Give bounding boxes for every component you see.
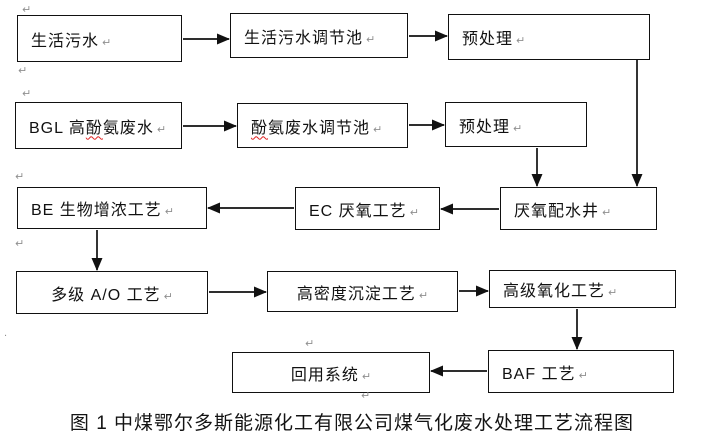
- spellcheck-underlined-text: 酚: [251, 119, 269, 137]
- paragraph-return-mark: ↵: [366, 33, 376, 46]
- paragraph-return-mark: ↵: [164, 206, 175, 218]
- flow-node-reuse-system: 回用系统↵: [232, 352, 430, 393]
- paragraph-return-mark: ↵: [409, 206, 419, 219]
- paragraph-return-mark: ↵: [602, 206, 612, 219]
- paragraph-return-mark: ↵: [361, 370, 372, 383]
- flow-node-high-density-sedimentation: 高密度沉淀工艺↵: [267, 271, 458, 312]
- node-label-phenol-ammonia-wastewater-regulating-tank: 酚氨废水调节池↵: [251, 119, 383, 137]
- paragraph-return-mark: ↵: [163, 290, 173, 303]
- node-label-ec-anaerobic: EC 厌氧工艺↵: [309, 202, 419, 220]
- flow-node-domestic-sewage: 生活污水↵: [17, 15, 182, 62]
- flow-node-phenol-ammonia-wastewater-regulating-tank: 酚氨废水调节池↵: [237, 103, 408, 148]
- anchor-mark: .: [4, 327, 8, 339]
- paragraph-return-mark: ↵: [516, 35, 526, 47]
- flow-node-bgl-high-phenol-ammonia-wastewater: BGL 高酚氨废水↵: [15, 102, 182, 149]
- node-label-domestic-sewage: 生活污水↵: [31, 32, 112, 50]
- flow-node-be-biological-concentration: BE 生物增浓工艺↵: [17, 187, 207, 229]
- paragraph-return-mark: ↵: [15, 238, 25, 250]
- paragraph-return-mark: ↵: [102, 36, 112, 49]
- node-label-reuse-system: 回用系统↵: [290, 366, 372, 384]
- node-label-multistage-ao: 多级 A/O 工艺↵: [51, 286, 173, 304]
- node-label-be-biological-concentration: BE 生物增浓工艺↵: [31, 202, 175, 219]
- flow-node-advanced-oxidation: 高级氧化工艺↵: [489, 270, 676, 308]
- paragraph-return-mark: ↵: [305, 338, 315, 350]
- flow-node-multistage-ao: 多级 A/O 工艺↵: [16, 271, 208, 314]
- node-label-advanced-oxidation: 高级氧化工艺↵: [503, 283, 618, 300]
- paragraph-return-mark: ↵: [608, 287, 618, 299]
- flow-node-pretreatment-2: 预处理↵: [445, 102, 587, 147]
- node-label-anaerobic-distribution-well: 厌氧配水井↵: [514, 202, 612, 220]
- flow-node-domestic-sewage-regulating-tank: 生活污水调节池↵: [230, 13, 408, 58]
- node-label-pretreatment-2: 预处理↵: [459, 118, 523, 136]
- flow-node-baf: BAF 工艺↵: [488, 350, 674, 393]
- flow-node-ec-anaerobic: EC 厌氧工艺↵: [295, 187, 440, 230]
- paragraph-return-mark: ↵: [578, 369, 588, 382]
- paragraph-return-mark: ↵: [418, 289, 429, 302]
- paragraph-return-mark: ↵: [15, 171, 25, 183]
- figure-caption: 图 1 中煤鄂尔多斯能源化工有限公司煤气化废水处理工艺流程图: [69, 413, 635, 434]
- paragraph-return-mark: ↵: [361, 390, 371, 402]
- paragraph-return-mark: ↵: [18, 65, 28, 77]
- paragraph-return-mark: ↵: [22, 88, 32, 100]
- paragraph-return-mark: ↵: [513, 122, 523, 135]
- flow-node-pretreatment-1: 预处理↵: [448, 14, 650, 60]
- spellcheck-underlined-text: 酚: [85, 119, 103, 137]
- flow-node-anaerobic-distribution-well: 厌氧配水井↵: [500, 187, 657, 230]
- node-label-pretreatment-1: 预处理↵: [462, 31, 526, 48]
- paragraph-return-mark: ↵: [373, 123, 383, 136]
- node-label-domestic-sewage-regulating-tank: 生活污水调节池↵: [244, 29, 376, 47]
- node-label-baf: BAF 工艺↵: [502, 365, 588, 383]
- node-label-bgl-high-phenol-ammonia-wastewater: BGL 高酚氨废水↵: [29, 119, 167, 137]
- paragraph-return-mark: ↵: [22, 4, 32, 16]
- paragraph-return-mark: ↵: [156, 123, 167, 136]
- node-label-high-density-sedimentation: 高密度沉淀工艺↵: [296, 285, 429, 303]
